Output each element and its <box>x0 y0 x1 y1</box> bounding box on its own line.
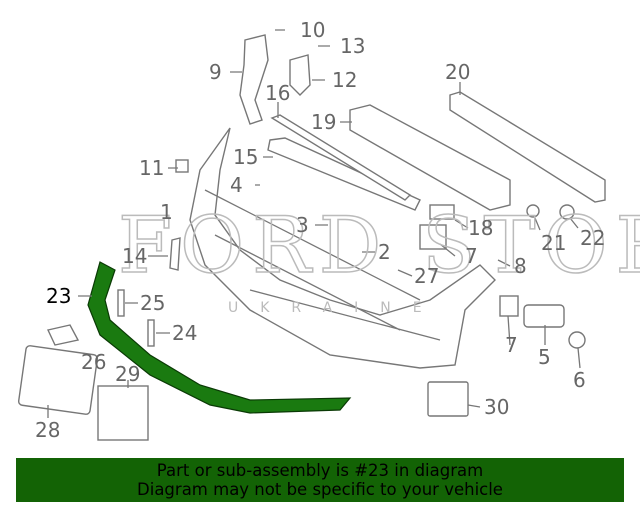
callout-label[interactable]: 11 <box>139 156 164 180</box>
callout-label[interactable]: 8 <box>514 254 527 278</box>
callout-label[interactable]: 26 <box>81 350 106 374</box>
callout-label[interactable]: 24 <box>172 321 197 345</box>
clip-11[interactable] <box>175 159 189 173</box>
grille-strip[interactable] <box>267 137 421 211</box>
callout-label[interactable]: 15 <box>233 145 258 169</box>
callout-label[interactable]: 28 <box>35 418 60 442</box>
callout-label[interactable]: 10 <box>300 18 325 42</box>
part-18[interactable] <box>429 204 455 220</box>
callout-label[interactable]: 7 <box>505 333 518 357</box>
banner-line-1: Part or sub-assembly is #23 in diagram <box>156 461 484 480</box>
callout-label[interactable]: 27 <box>414 264 439 288</box>
callout-label[interactable]: 9 <box>209 60 222 84</box>
bumper-cover[interactable] <box>189 127 496 369</box>
callout-label[interactable]: 29 <box>115 362 140 386</box>
absorber[interactable] <box>349 104 511 211</box>
callout-label[interactable]: 6 <box>573 368 586 392</box>
sensor-5[interactable] <box>523 304 565 328</box>
callout-label[interactable]: 25 <box>140 291 165 315</box>
callout-label[interactable]: 13 <box>340 34 365 58</box>
callout-label[interactable]: 2 <box>378 240 391 264</box>
clip-26[interactable] <box>46 324 80 346</box>
info-banner: Part or sub-assembly is #23 in diagram D… <box>16 458 624 502</box>
clip-6[interactable] <box>568 331 586 349</box>
bracket-right[interactable] <box>289 54 311 96</box>
clip-14[interactable] <box>169 237 181 271</box>
callout-label[interactable]: 5 <box>538 345 551 369</box>
callout-label[interactable]: 19 <box>311 110 336 134</box>
watermark-sub: UKRAINE <box>228 300 444 316</box>
fastener-kit-29[interactable] <box>97 385 149 441</box>
bolt-25[interactable] <box>117 289 125 317</box>
highlighted-lip-spoiler[interactable] <box>87 261 352 414</box>
callout-label[interactable]: 7 <box>465 244 478 268</box>
callout-label[interactable]: 4 <box>230 173 243 197</box>
callout-label[interactable]: 1 <box>160 200 173 224</box>
callout-label[interactable]: 16 <box>265 81 290 105</box>
bracket-7b[interactable] <box>499 295 519 317</box>
upper-strip[interactable] <box>270 114 412 201</box>
callout-label[interactable]: 22 <box>580 226 605 250</box>
callout-labels: 10 13 9 12 16 20 19 15 11 4 1 3 18 2 14 … <box>35 18 605 442</box>
clip-21[interactable] <box>526 204 540 218</box>
watermark-main: FORD STORE <box>118 201 640 291</box>
callout-label[interactable]: 30 <box>484 395 509 419</box>
callout-label[interactable]: 18 <box>468 216 493 240</box>
license-bracket-28[interactable] <box>17 345 99 415</box>
callout-label[interactable]: 20 <box>445 60 470 84</box>
callout-label-highlighted[interactable]: 23 <box>46 284 71 308</box>
callout-label[interactable]: 21 <box>541 231 566 255</box>
banner-line-2: Diagram may not be specific to your vehi… <box>137 480 503 499</box>
module-30[interactable] <box>427 381 469 417</box>
callout-label[interactable]: 12 <box>332 68 357 92</box>
callout-label[interactable]: 3 <box>296 213 309 237</box>
clip-22[interactable] <box>559 204 575 220</box>
callout-label[interactable]: 14 <box>122 244 147 268</box>
bolt-24[interactable] <box>147 319 155 347</box>
bracket-left[interactable] <box>239 34 269 125</box>
